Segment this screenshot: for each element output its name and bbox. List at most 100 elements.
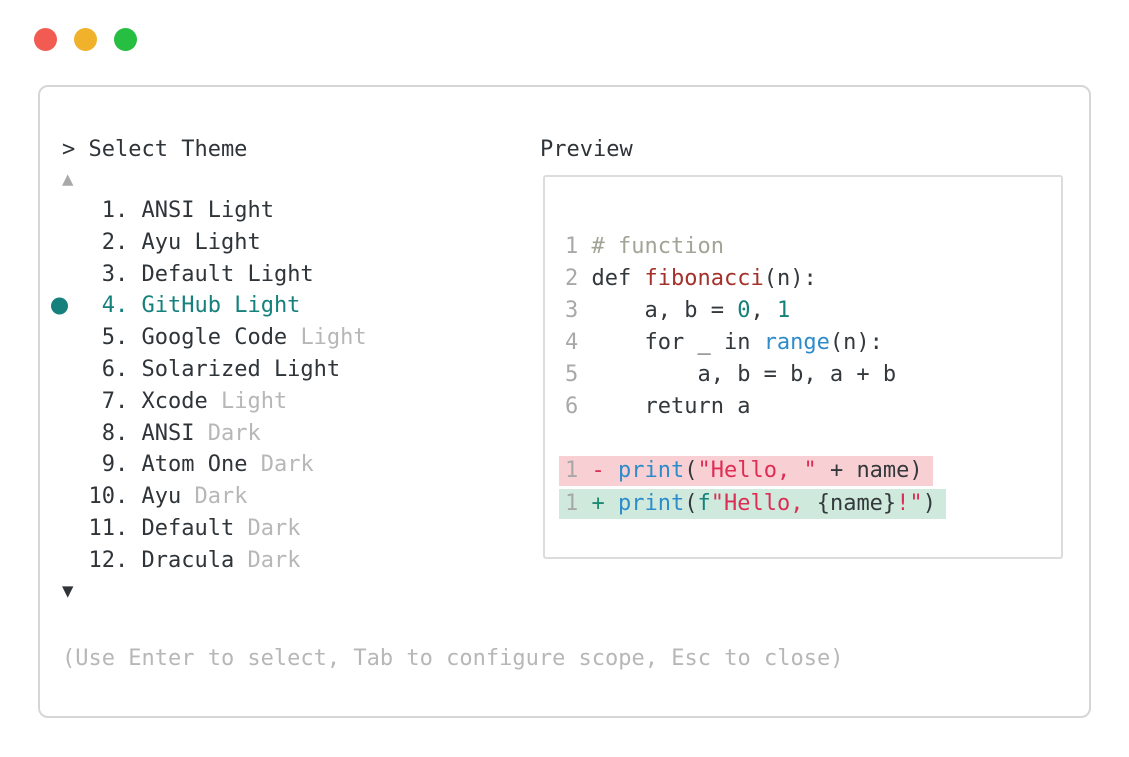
line-number: 6 — [565, 394, 592, 419]
diff-row: 1 + print(f"Hello, {name}!") — [559, 488, 946, 521]
code-token-string: "Hello, " — [697, 458, 817, 483]
theme-option[interactable]: 1. ANSI Light — [62, 195, 367, 227]
theme-option-number: 7. — [62, 388, 142, 414]
code-token-plain: + name) — [816, 458, 923, 483]
theme-option-variant: Light — [234, 293, 301, 319]
selected-indicator-dot — [51, 297, 68, 315]
diff-lines: 1 - print("Hello, " + name)1 + print(f"H… — [559, 455, 946, 521]
theme-option-variant: Light — [220, 388, 288, 414]
code-token-plain: {name} — [816, 491, 897, 516]
theme-option-name: Default — [141, 515, 248, 541]
theme-list: 1. ANSI Light 2. Ayu Light 3. Default Li… — [51, 195, 367, 577]
theme-option-number: 8. — [62, 420, 142, 446]
window-controls — [34, 28, 137, 51]
code-line: 3 a, b = 0, 1 — [559, 295, 946, 327]
line-number: 3 — [565, 298, 592, 323]
code-token-plain: def — [591, 266, 645, 291]
theme-option-number: 12. — [62, 547, 142, 573]
minimize-button[interactable] — [74, 28, 97, 51]
scroll-up-indicator[interactable]: ▲ — [62, 168, 74, 190]
line-number: 1 — [565, 234, 592, 259]
scroll-down-indicator[interactable]: ▼ — [62, 580, 74, 602]
theme-option-number: 6. — [62, 356, 142, 382]
line-number: 1 — [565, 491, 592, 516]
code-token-string: "Hello, — [710, 491, 817, 516]
theme-option-number: 11. — [62, 515, 142, 541]
theme-option[interactable]: 10. Ayu Dark — [62, 481, 367, 513]
theme-option-name: Solarized — [141, 356, 274, 382]
theme-option[interactable]: 11. Default Dark — [62, 513, 367, 545]
code-token-builtin: print — [618, 458, 685, 483]
code-token-plain: return a — [591, 394, 751, 419]
theme-option-name: ANSI — [141, 198, 208, 223]
code-token-string: !" — [896, 491, 923, 516]
theme-option-name: Dracula — [141, 547, 248, 573]
code-token-plain: ( — [684, 458, 698, 483]
preview-label: Preview — [540, 137, 633, 162]
theme-option[interactable]: 7. Xcode Light — [62, 386, 367, 418]
theme-option-number: 3. — [62, 261, 142, 287]
line-number: 5 — [565, 362, 592, 387]
theme-option-number: 5. — [62, 325, 142, 351]
theme-picker-prompt: > Select Theme — [62, 137, 248, 162]
theme-option-variant: Dark — [260, 452, 314, 478]
code-token-number: 1 — [776, 298, 791, 323]
theme-option-name: GitHub — [141, 293, 235, 319]
theme-option-number: 10. — [62, 484, 142, 510]
code-token-builtin: print — [618, 491, 685, 516]
theme-option[interactable]: 4. GitHub Light — [51, 290, 367, 322]
diff-plus-sign: + — [591, 491, 618, 516]
line-number: 2 — [565, 266, 592, 291]
theme-option-name: Xcode — [141, 388, 221, 414]
line-number: 1 — [565, 458, 592, 483]
theme-option[interactable]: 8. ANSI Dark — [62, 418, 367, 450]
theme-option-variant: Light — [300, 325, 367, 351]
theme-option-name: Ayu — [141, 229, 195, 255]
theme-option[interactable]: 12. Dracula Dark — [62, 545, 367, 577]
diff-line-removed: 1 - print("Hello, " + name) — [559, 456, 933, 486]
theme-option-variant: Light — [194, 229, 261, 255]
code-token-plain: for _ in — [591, 330, 764, 355]
zoom-button[interactable] — [114, 28, 137, 51]
theme-option-variant: Light — [247, 261, 314, 287]
code-line: 6 return a — [559, 391, 946, 423]
theme-option-variant: Dark — [207, 420, 261, 446]
code-line: 5 a, b = b, a + b — [559, 359, 946, 391]
theme-option[interactable]: 9. Atom One Dark — [62, 449, 367, 481]
code-token-plain: ( — [684, 491, 698, 516]
code-token-plain: (n): — [829, 330, 883, 355]
theme-option[interactable]: 6. Solarized Light — [62, 354, 367, 386]
theme-picker-dialog: > Select Theme ▲ 1. ANSI Light 2. Ayu Li… — [38, 85, 1091, 718]
close-button[interactable] — [34, 28, 57, 51]
help-text: (Use Enter to select, Tab to configure s… — [62, 646, 844, 671]
theme-option-variant: Light — [273, 356, 341, 382]
theme-option[interactable]: 5. Google Code Light — [62, 322, 367, 354]
theme-option-number: 2. — [62, 229, 142, 255]
code-token-plain: , — [750, 298, 777, 323]
theme-option-number: 9. — [62, 452, 142, 478]
theme-option-name: Google Code — [141, 325, 301, 351]
theme-option-variant: Dark — [247, 515, 301, 541]
line-number: 4 — [565, 330, 592, 355]
diff-minus-sign: - — [591, 458, 618, 483]
theme-option[interactable]: 2. Ayu Light — [62, 227, 367, 259]
code-token-builtin: range — [763, 330, 830, 355]
theme-option-number: 1. — [62, 198, 142, 223]
code-token-number: 0 — [737, 298, 751, 323]
theme-option-variant: Dark — [247, 547, 301, 573]
code-token-plain: a, b = b, a + b — [591, 362, 897, 387]
code-line: 1 # function — [559, 231, 946, 263]
code-line: 4 for _ in range(n): — [559, 327, 946, 359]
theme-option[interactable]: 3. Default Light — [62, 259, 367, 291]
theme-option-name: Atom One — [141, 452, 261, 478]
code-token-plain: ) — [922, 491, 936, 516]
code-token-fstring: f — [697, 491, 711, 516]
code-line: 2 def fibonacci(n): — [559, 263, 946, 295]
diff-line-added: 1 + print(f"Hello, {name}!") — [559, 489, 946, 519]
theme-option-name: Default — [141, 261, 248, 287]
theme-option-variant: Light — [207, 198, 274, 223]
code-token-plain: (n): — [763, 266, 817, 291]
code-token-function: fibonacci — [644, 266, 764, 291]
